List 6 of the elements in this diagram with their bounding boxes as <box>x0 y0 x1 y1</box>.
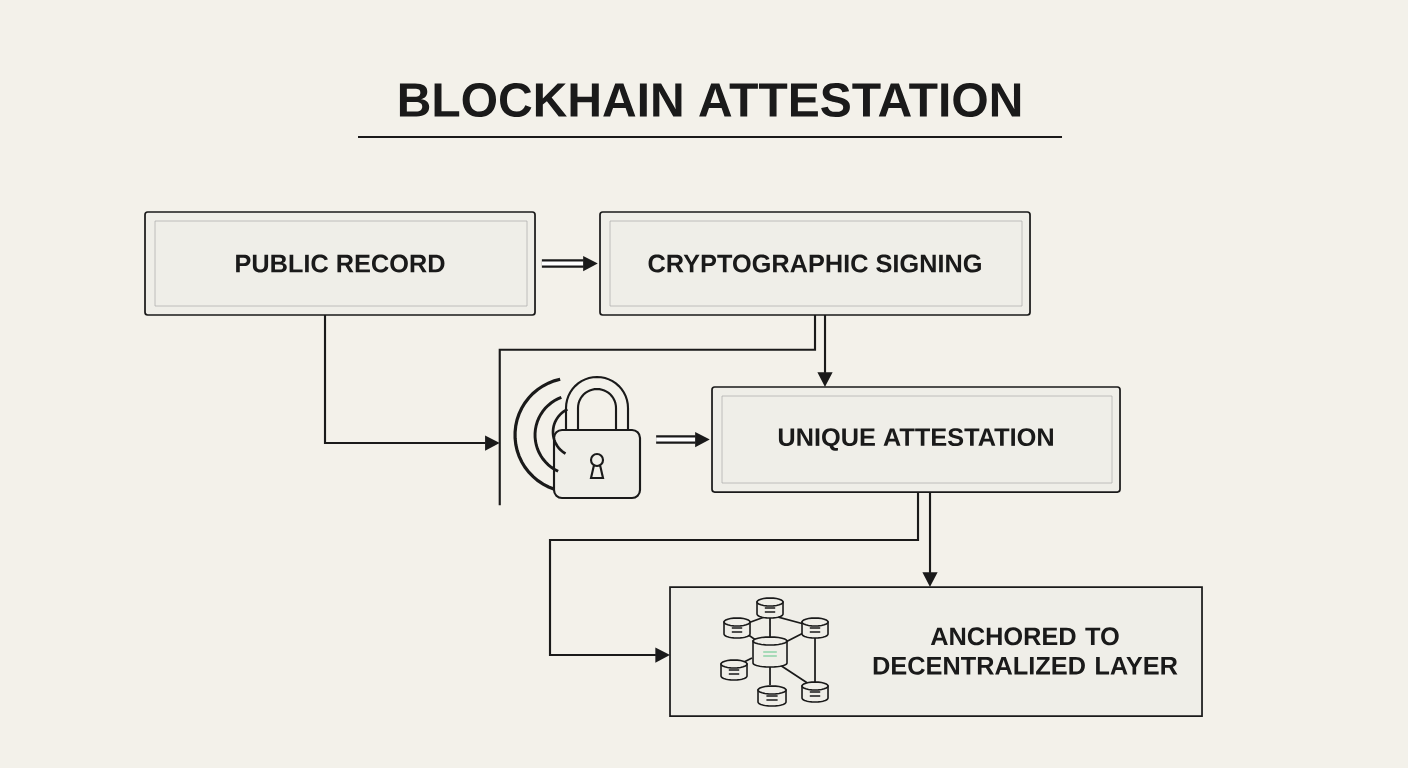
title: BLOCKHAIN ATTESTATION <box>399 83 1021 117</box>
process-box: PUBLIC RECORD <box>144 211 536 316</box>
process-box: UNIQUE ATTESTATION <box>711 386 1121 493</box>
process-box: ANCHORED TO DECENTRALIZED LAYER <box>669 586 1203 717</box>
picture <box>513 375 642 500</box>
process-box: CRYPTOGRAPHIC SIGNING <box>599 211 1031 316</box>
